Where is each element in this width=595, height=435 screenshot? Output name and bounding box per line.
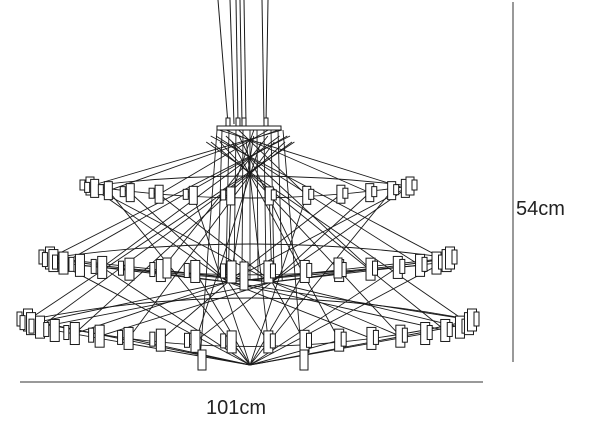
dimension-lines <box>20 2 514 383</box>
canopy-connectors <box>216 117 282 131</box>
lamp-clips <box>16 176 480 371</box>
width-dimension-label: 101cm <box>206 397 267 419</box>
suspension-cables <box>217 0 269 125</box>
height-dimension-label: 54cm <box>516 198 565 220</box>
